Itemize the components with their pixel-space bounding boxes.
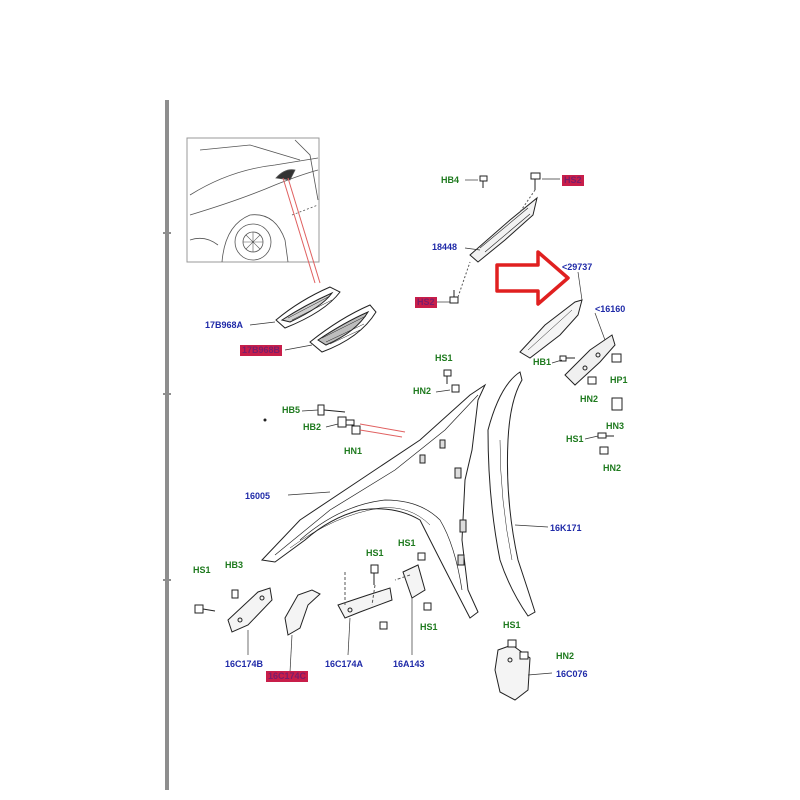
side-vent-17B968A: [275, 286, 341, 329]
bracket-16C174C: [284, 589, 321, 636]
label-hn2-bottom-right[interactable]: HN2: [556, 651, 575, 661]
label-hb3[interactable]: HB3: [225, 560, 244, 570]
label-16C174C[interactable]: 16C174C: [266, 671, 309, 682]
label-hb2[interactable]: HB2: [303, 422, 322, 432]
label-hs1-top[interactable]: HS1: [435, 353, 453, 363]
fastener-hs1-mid: [370, 564, 379, 585]
label-29737[interactable]: <29737: [562, 262, 593, 272]
label-hs1-bottom-right[interactable]: HS1: [503, 620, 521, 630]
label-hb4[interactable]: HB4: [441, 175, 460, 185]
fastener-hb3: [231, 589, 239, 599]
fastener-hs1-mid2: [417, 552, 426, 561]
label-hn1[interactable]: HN1: [344, 446, 363, 456]
label-hb5[interactable]: HB5: [282, 405, 301, 415]
leader-line: [359, 423, 406, 433]
fastener-hs1-bottom-right: [507, 639, 529, 660]
bracket-18448: [469, 196, 538, 263]
fastener-hs1-r: [597, 432, 614, 439]
fastener-hs1-mid4: [379, 621, 388, 630]
fastener-hb5: [317, 404, 346, 416]
scrollbar-marker: [163, 393, 171, 395]
label-17B968A[interactable]: 17B968A: [205, 320, 244, 330]
side-vent-17B968B: [309, 304, 377, 353]
fastener-hb4: [479, 175, 488, 188]
bracket-16C174A: [337, 587, 393, 619]
fastener-hn2-r2: [599, 446, 609, 455]
label-16160[interactable]: <16160: [595, 304, 626, 314]
label-16K171[interactable]: 16K171: [550, 523, 582, 533]
dot: [263, 418, 267, 422]
label-16C174A[interactable]: 16C174A: [325, 659, 364, 669]
label-hs1-lower-left[interactable]: HS1: [193, 565, 211, 575]
bracket-16A143: [402, 564, 426, 599]
fastener-hp1: [611, 353, 622, 363]
label-hs1-right[interactable]: HS1: [566, 434, 584, 444]
label-hs1-mid3[interactable]: HS1: [420, 622, 438, 632]
fastener-hb2: [337, 416, 355, 428]
fastener-hn1: [351, 425, 361, 435]
label-leaders: [247, 178, 606, 676]
label-hs1-mid2[interactable]: HS1: [398, 538, 416, 548]
fastener-hn2-r1: [587, 376, 597, 385]
label-hp1[interactable]: HP1: [610, 375, 628, 385]
label-hs2-left[interactable]: HS2: [415, 297, 437, 308]
scrollbar-marker: [163, 579, 171, 581]
fastener-hs2-top: [530, 172, 541, 190]
fastener-hb1: [559, 355, 575, 362]
label-16C174B[interactable]: 16C174B: [225, 659, 264, 669]
fastener-hs2-left: [449, 290, 459, 304]
label-17B968B[interactable]: 17B968B: [240, 345, 283, 356]
fender-16005: [260, 383, 487, 619]
fastener-hn3: [611, 397, 623, 411]
leader-line: [359, 429, 403, 438]
vehicle-inset: [186, 137, 320, 263]
leader-line: [287, 177, 321, 284]
fastener-hs1-mid3: [423, 602, 432, 611]
label-hs1-mid[interactable]: HS1: [366, 548, 384, 558]
scrollbar[interactable]: [165, 100, 169, 790]
label-hn2-top[interactable]: HN2: [413, 386, 432, 396]
label-hs2-top[interactable]: HS2: [562, 175, 584, 186]
scrollbar-marker: [163, 232, 171, 234]
label-16C076[interactable]: 16C076: [556, 669, 588, 679]
label-hb1[interactable]: HB1: [533, 357, 552, 367]
bracket-16160: [564, 334, 616, 386]
label-18448[interactable]: 18448: [432, 242, 458, 252]
seal-29737: [519, 299, 583, 359]
label-hn2-right2[interactable]: HN2: [603, 463, 622, 473]
label-hn3[interactable]: HN3: [606, 421, 625, 431]
liner-16K171: [487, 371, 536, 617]
label-16005[interactable]: 16005: [245, 491, 271, 501]
label-hn2-right1[interactable]: HN2: [580, 394, 599, 404]
leader-line: [282, 177, 316, 284]
fastener-hs1-top: [443, 369, 460, 393]
callout-arrow: [495, 250, 570, 306]
fastener-hs1-lower-left: [194, 604, 216, 614]
label-16A143[interactable]: 16A143: [393, 659, 425, 669]
bracket-16C174B: [227, 587, 273, 633]
